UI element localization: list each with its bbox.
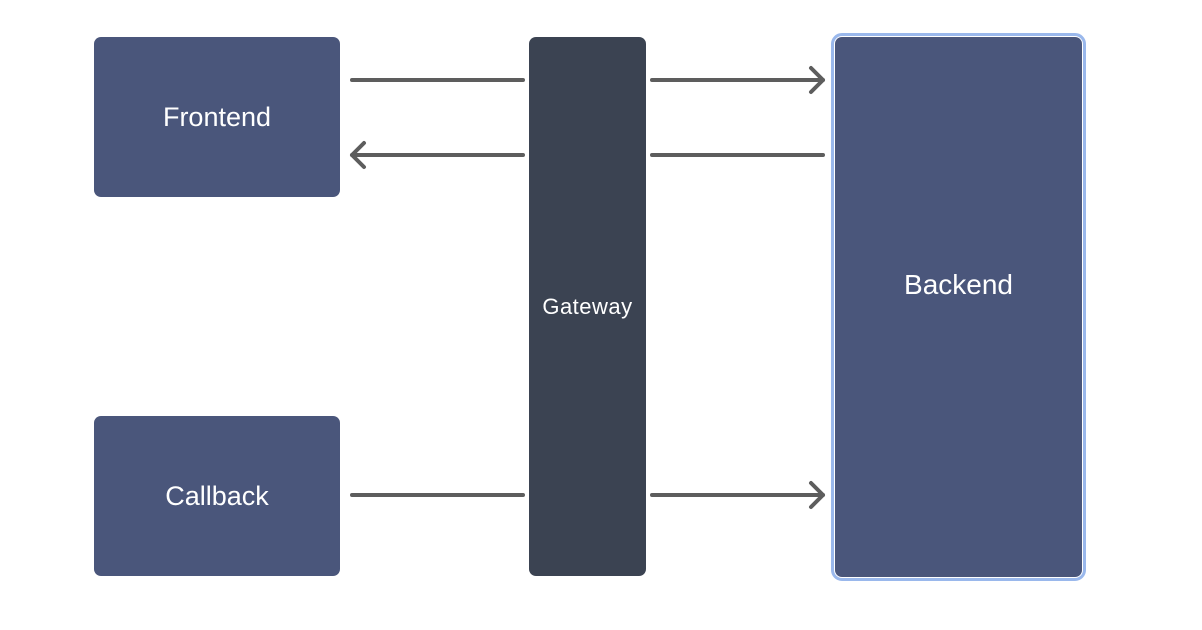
arrowhead-backend-bottom: [809, 481, 825, 509]
callback-node[interactable]: Callback: [94, 416, 340, 576]
arrowhead-frontend: [350, 141, 366, 169]
gateway-node[interactable]: Gateway: [529, 37, 646, 576]
gateway-label: Gateway: [542, 293, 633, 319]
frontend-label: Frontend: [162, 101, 272, 132]
arrowhead-backend-top: [809, 66, 825, 94]
backend-node[interactable]: Backend: [831, 33, 1086, 581]
frontend-node[interactable]: Frontend: [94, 37, 340, 197]
backend-label: Backend: [904, 268, 1013, 300]
callback-label: Callback: [165, 480, 269, 511]
